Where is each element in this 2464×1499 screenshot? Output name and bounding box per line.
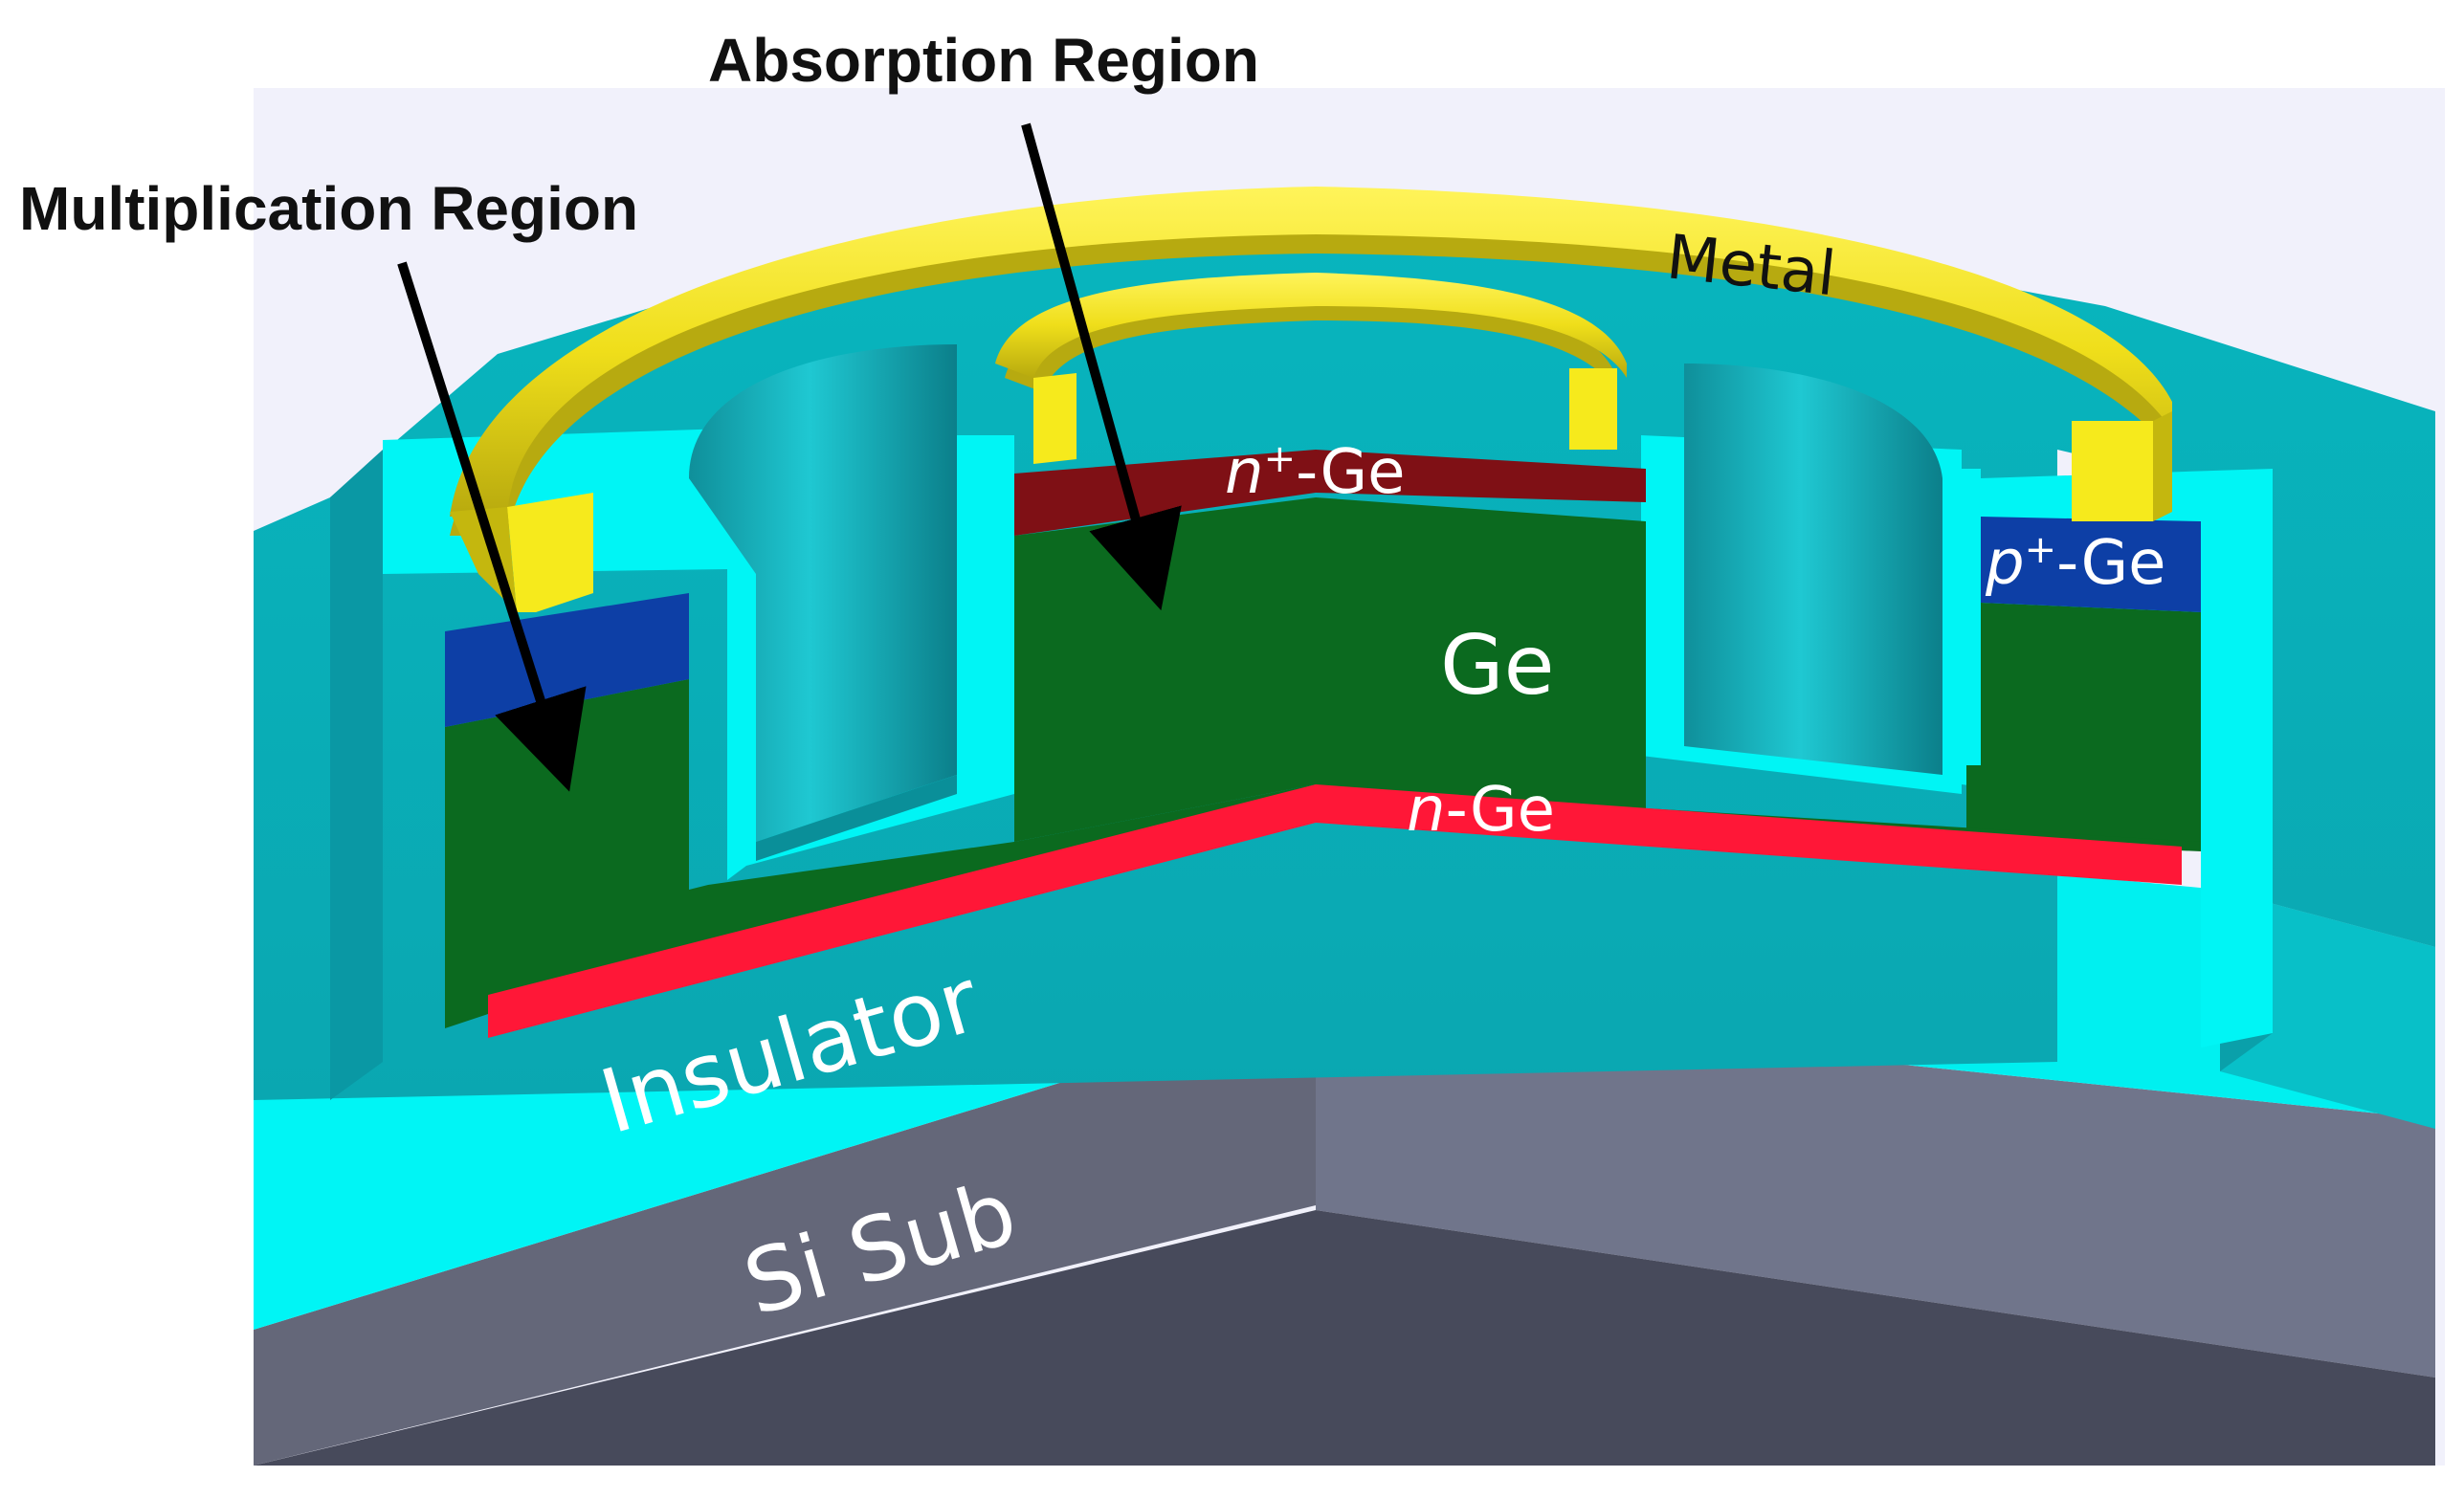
n-ge-letter: n	[1407, 775, 1446, 846]
n-ge-label: n-Ge	[1407, 775, 1555, 846]
metal-pad-right-side	[2153, 411, 2172, 521]
ge-multiplication-left	[445, 679, 1316, 1028]
n-plus-sup: +	[1264, 437, 1297, 481]
metal-outer-arc	[450, 187, 2172, 517]
multiplication-arrow	[397, 261, 587, 792]
metal-outer-arc-shadow	[450, 206, 2172, 536]
p-plus-ge-label: p+-Ge	[1985, 528, 2166, 599]
ge-label: Ge	[1440, 618, 1555, 714]
insulator-side-right	[2220, 890, 2435, 1129]
n-ge-layer	[488, 784, 2182, 1038]
si-substrate-front	[254, 1004, 1316, 1466]
n-ge-suffix: -Ge	[1446, 775, 1555, 846]
cavity-left	[689, 344, 957, 842]
metal-inner-pad-right	[1569, 368, 1617, 450]
si-substrate-bottom	[254, 1210, 2435, 1466]
metal-inner-pad-left	[1033, 373, 1077, 464]
n-plus-ge-label: n+-Ge	[1225, 437, 1405, 508]
absorption-arrow	[1021, 122, 1182, 611]
p-plus-ge-right	[1981, 517, 2201, 612]
cavity-right	[1684, 364, 1942, 775]
metal-inner-arc	[995, 273, 1627, 378]
absorption-region-label: Absorption Region	[708, 26, 1259, 95]
n-plus-suffix: -Ge	[1296, 437, 1405, 508]
metal-pad-right	[2072, 421, 2153, 521]
n-plus-letter: n	[1225, 437, 1264, 508]
multiplication-region-label: Multiplication Region	[19, 174, 638, 243]
p-plus-letter: p	[1985, 528, 2025, 599]
si-substrate-right	[1316, 1004, 2435, 1378]
metal-pad-left	[507, 493, 593, 612]
insulator-outer-wall-left	[330, 450, 383, 1100]
cavity-left-floor	[756, 775, 957, 861]
ge-multiplication-right	[1966, 603, 2201, 847]
p-plus-suffix: -Ge	[2056, 528, 2165, 599]
n-plus-ge-layer	[1014, 450, 1646, 536]
p-plus-sup: +	[2025, 528, 2057, 572]
metal-label: Metal	[1663, 222, 1838, 310]
